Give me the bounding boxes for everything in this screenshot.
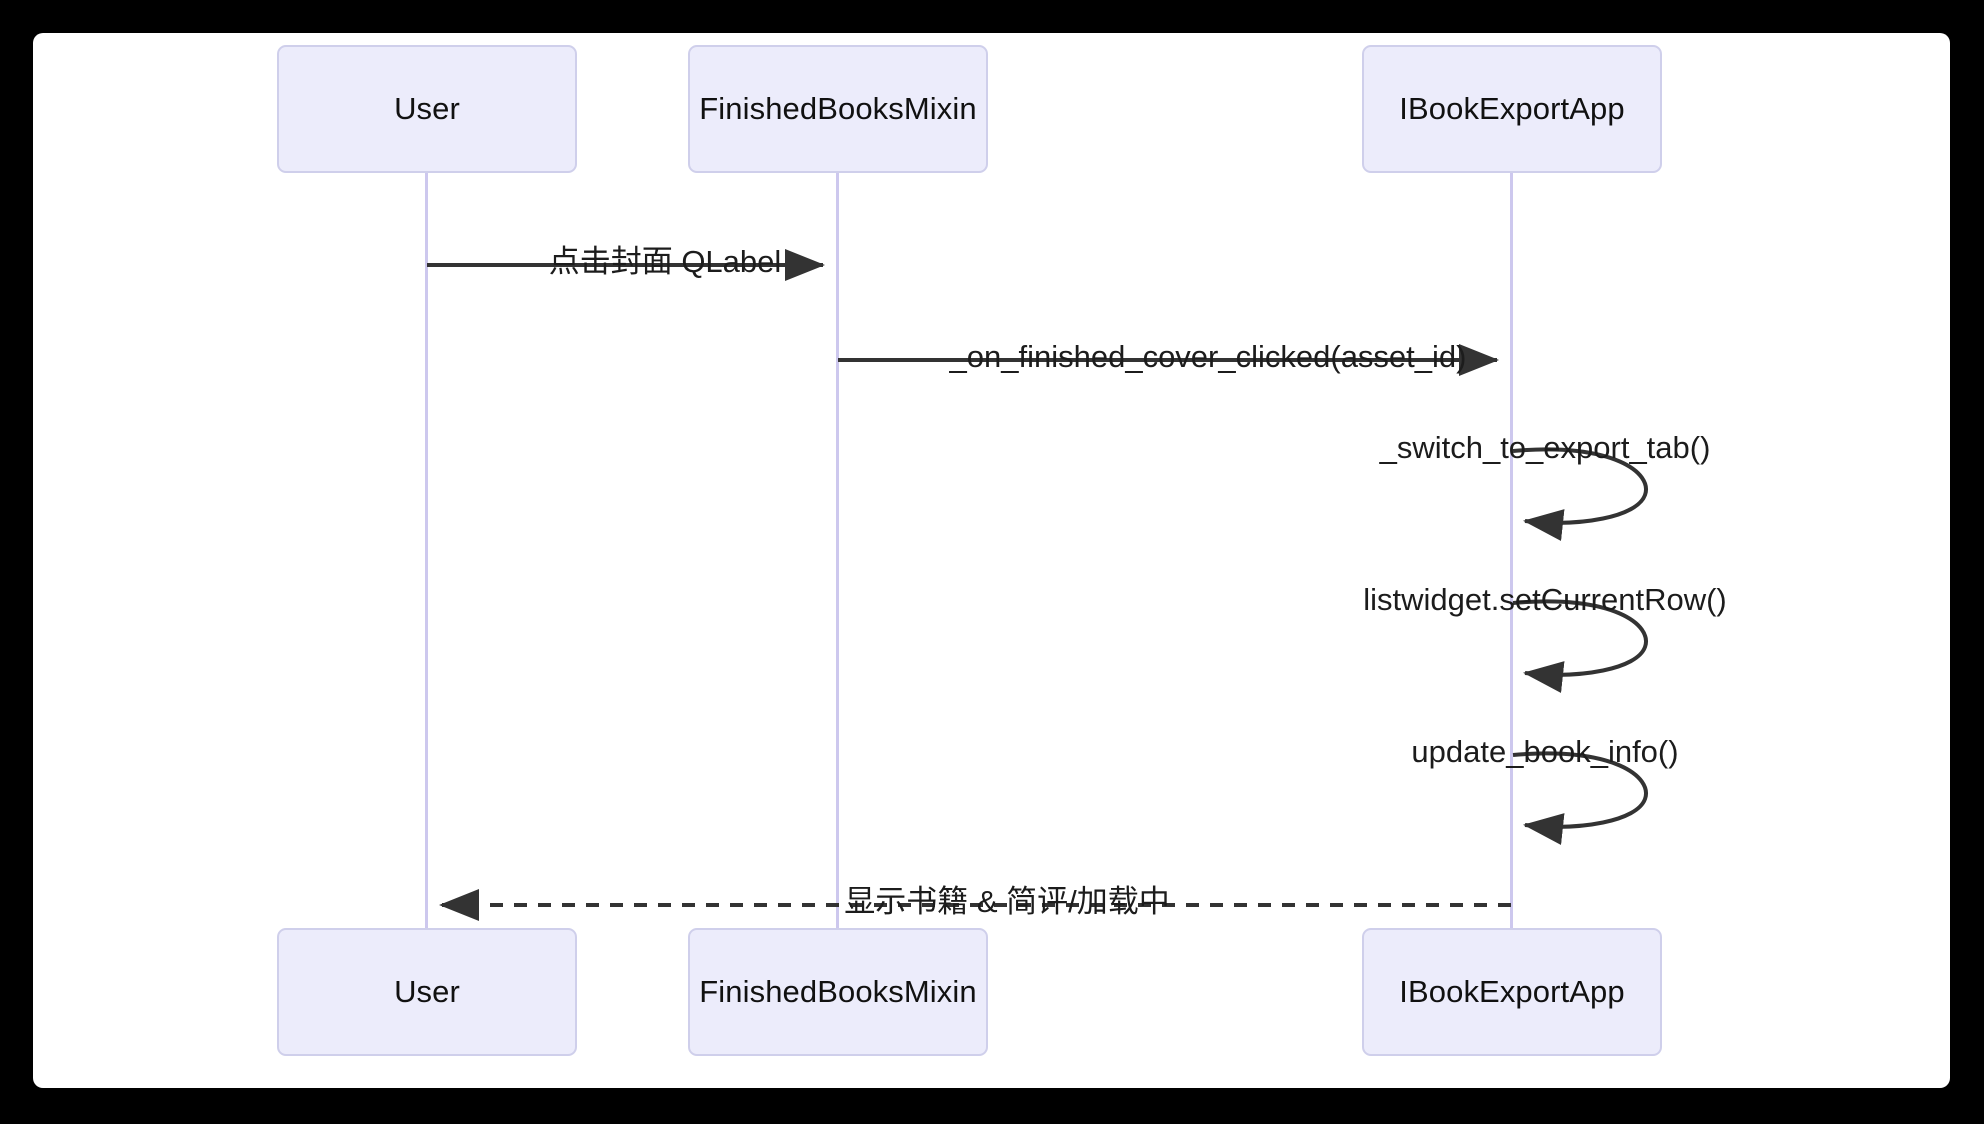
lifeline-finished-books-mixin [836,172,839,929]
participant-box-user-bottom[interactable]: User [277,928,577,1056]
sequence-diagram-canvas: User FinishedBooksMixin IBookExportApp U… [33,33,1950,1088]
diagram-frame: User FinishedBooksMixin IBookExportApp U… [33,33,1950,1088]
participant-label-user-top: User [394,90,460,126]
lifeline-ibook-export-app [1510,172,1513,929]
message-label-1: _on_finished_cover_clicked(asset_id) [949,339,1467,374]
participant-label-user-bottom: User [394,973,460,1009]
participant-label-ibook-export-app-top: IBookExportApp [1399,90,1625,126]
message-label-4: update_book_info() [1411,734,1679,769]
message-label-0: 点击封面 QLabel [548,244,782,279]
participant-box-finished-books-mixin-bottom[interactable]: FinishedBooksMixin [688,928,988,1056]
message-label-2: _switch_to_export_tab() [1379,430,1711,465]
participant-label-finished-books-mixin-bottom: FinishedBooksMixin [699,973,977,1009]
participant-box-user-top[interactable]: User [277,45,577,173]
lifeline-user [425,172,428,929]
message-label-5: 显示书籍 & 简评/加载中 [844,884,1170,919]
participant-box-ibook-export-app-top[interactable]: IBookExportApp [1362,45,1662,173]
participant-box-finished-books-mixin-top[interactable]: FinishedBooksMixin [688,45,988,173]
participant-label-finished-books-mixin-top: FinishedBooksMixin [699,90,977,126]
participant-box-ibook-export-app-bottom[interactable]: IBookExportApp [1362,928,1662,1056]
message-label-3: listwidget.setCurrentRow() [1363,582,1727,617]
participant-label-ibook-export-app-bottom: IBookExportApp [1399,973,1625,1009]
